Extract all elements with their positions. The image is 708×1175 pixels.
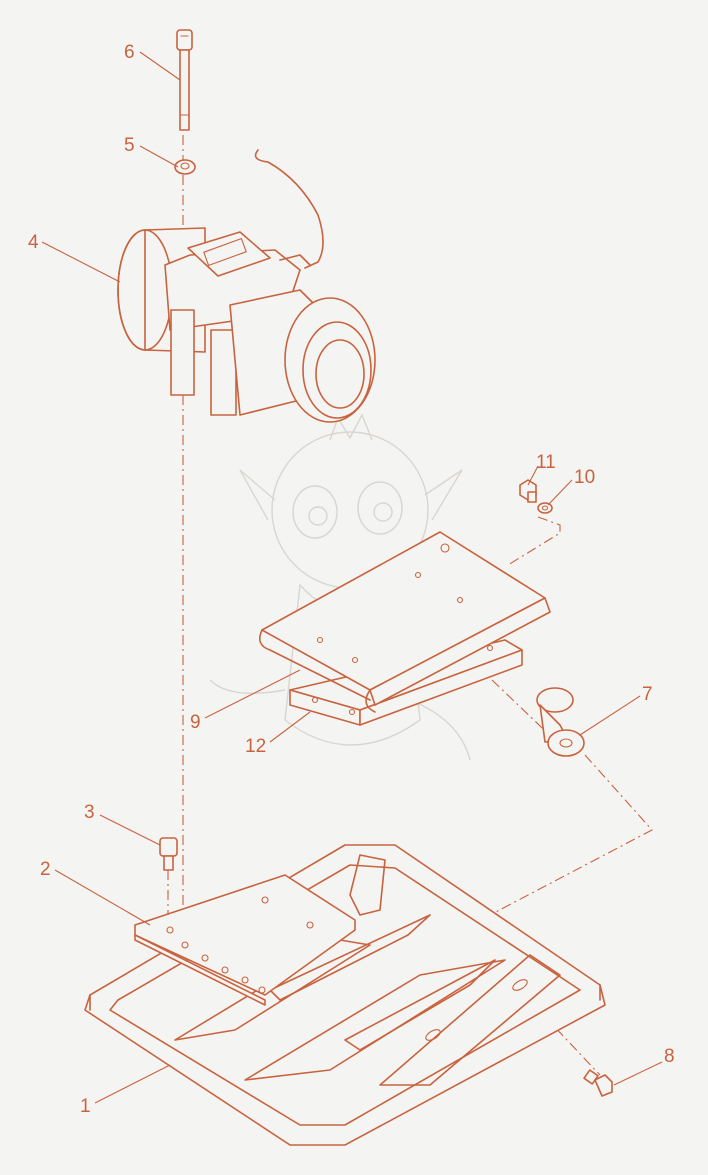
callout-5: 5 [124,135,135,156]
callout-1: 1 [80,1096,91,1117]
callout-6: 6 [124,42,135,63]
hex-screw-part [519,479,537,503]
rubber-buffer-part [536,687,585,757]
callout-10: 10 [574,467,595,488]
callout-9: 9 [190,712,201,733]
callout-3: 3 [84,802,95,823]
base-plate-part [84,844,606,1146]
callout-12: 12 [245,736,266,757]
callout-8: 8 [664,1046,675,1067]
callout-11: 11 [536,452,556,473]
vibrator-motor-part [117,149,376,423]
plate-screw-part [583,1069,613,1097]
cap-screw-small-part [159,837,178,871]
mounting-plate-part [134,874,356,1006]
callout-labels: 6 5 4 11 10 7 9 12 3 2 1 8 [28,42,675,1117]
callout-7: 7 [642,684,653,705]
leader-lines [41,51,663,1104]
callout-2: 2 [40,859,51,880]
callout-4: 4 [28,232,39,253]
long-bolt-part [176,29,193,131]
washer-part [174,159,196,175]
spring-washer-part [537,502,553,514]
handle-bracket-part [259,531,551,713]
